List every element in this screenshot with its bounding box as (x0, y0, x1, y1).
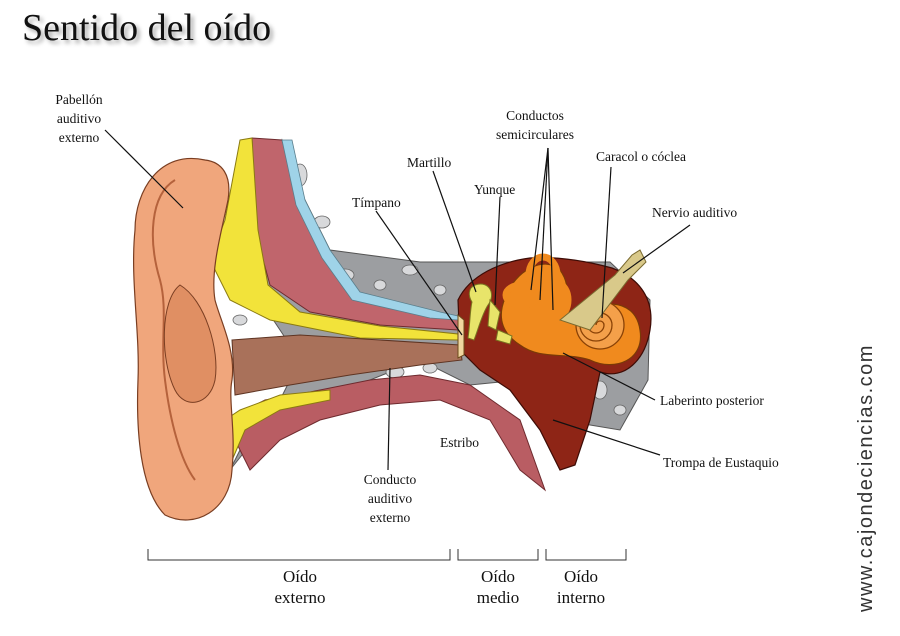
label-nervio: Nervio auditivo (652, 205, 738, 220)
ear-canal (231, 334, 463, 396)
section-medio: Oído medio (476, 567, 520, 607)
semicircular-canals (502, 253, 572, 320)
watermark: www.cajondeciencias.com (855, 344, 877, 612)
page-title: Sentido del oído (22, 7, 272, 49)
incus (487, 298, 501, 331)
stapes (495, 329, 513, 345)
section-brackets (147, 549, 627, 561)
label-laberinto: Laberinto posterior (660, 393, 764, 408)
label-conducto-auditivo: Conducto auditivo externo (363, 472, 417, 525)
label-timpano: Tímpano (352, 195, 401, 210)
label-martillo: Martillo (407, 155, 452, 170)
label-caracol: Caracol o cóclea (596, 149, 686, 164)
label-estribo: Estribo (440, 435, 479, 450)
concha (163, 284, 217, 403)
label-conductos-semicirculares: Conductos semicirculares (496, 108, 574, 142)
section-interno: Oído interno (556, 567, 606, 607)
label-pabellon: Pabellón auditivo externo (55, 92, 103, 145)
label-yunque: Yunque (474, 182, 516, 197)
eardrum (457, 313, 465, 359)
malleus (467, 283, 492, 341)
auditive-nerve (558, 249, 647, 331)
leader-lines (104, 129, 691, 471)
label-trompa: Trompa de Eustaquio (663, 455, 779, 470)
pinna-fold (151, 179, 196, 481)
section-externo: Oído externo (274, 567, 326, 607)
